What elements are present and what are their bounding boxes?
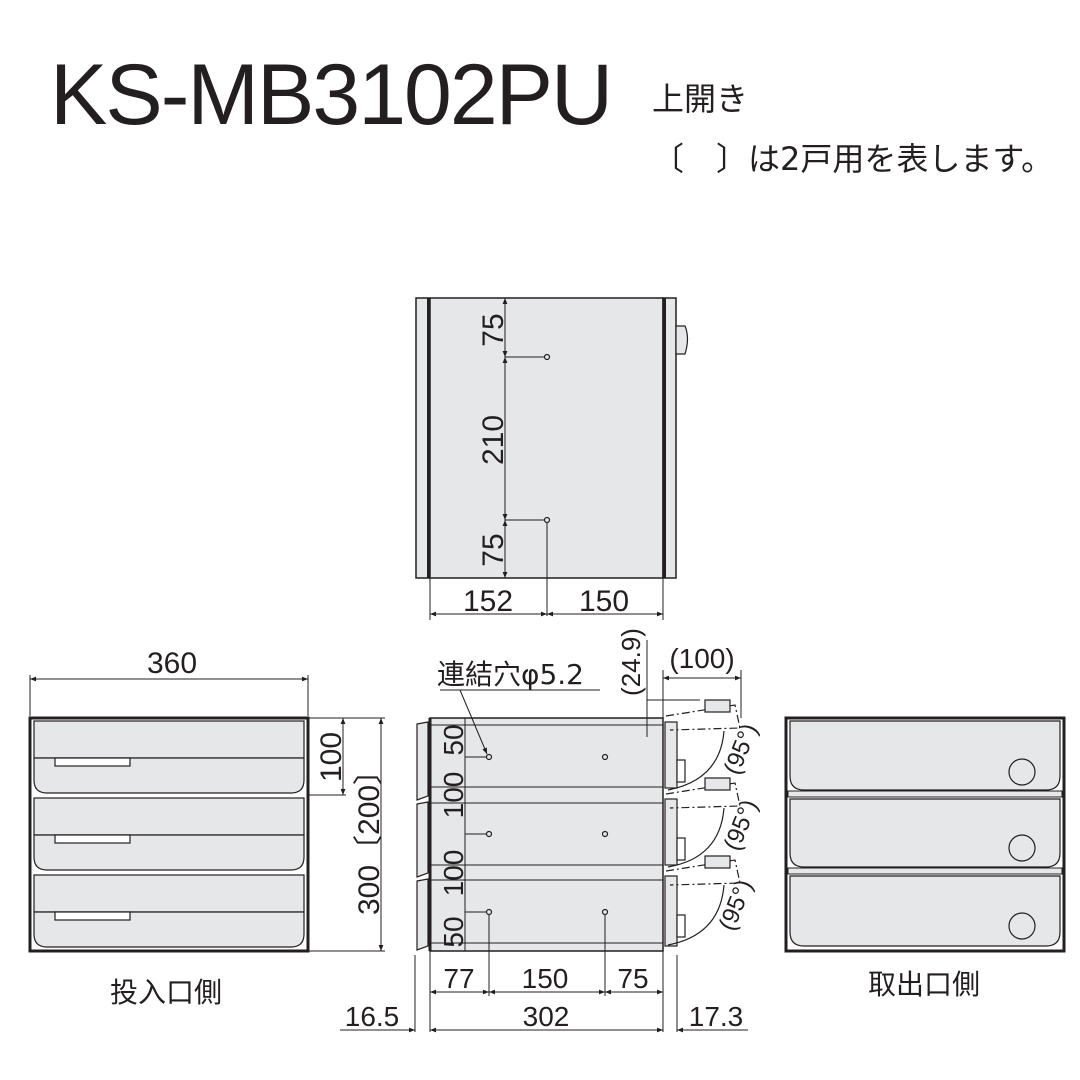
dim-depth-302: 302 — [523, 1001, 570, 1032]
dim-side-100-b: 100 — [438, 850, 469, 897]
model-title: KS-MB3102PU — [50, 47, 613, 143]
dim-side-150: 150 — [522, 963, 569, 994]
insert-unit-2 — [33, 797, 305, 871]
side-view: 連結穴φ5.2 50 100 100 50 (24.9) (100) — [340, 628, 764, 1033]
takeout-side-view: 取出口側 — [784, 716, 1066, 1001]
dim-top-75-bottom: 75 — [477, 533, 510, 566]
takeout-door-3 — [789, 875, 1061, 947]
dim-unit-100: 100 — [315, 732, 348, 782]
dim-total-300: 300〔200〕 — [353, 755, 386, 915]
dim-side-50-top: 50 — [438, 724, 469, 755]
dim-top-152: 152 — [463, 585, 513, 618]
dim-side-77: 77 — [443, 963, 474, 994]
takeout-door-1 — [789, 720, 1061, 791]
connection-hole — [601, 753, 609, 761]
mail-slot — [54, 834, 131, 844]
dim-flap-reach: (100) — [669, 643, 734, 674]
key-cylinder-icon — [1008, 834, 1036, 862]
dim-top-150: 150 — [579, 585, 629, 618]
connection-hole — [601, 908, 609, 916]
insert-side-view: 360 100 300〔200〕 投入口側 — [28, 647, 386, 1009]
takeout-side-label: 取出口側 — [868, 968, 980, 1001]
mail-slot — [54, 757, 131, 767]
takeout-door-2 — [789, 798, 1061, 868]
key-cylinder-icon — [1008, 912, 1036, 940]
dim-top-210: 210 — [477, 415, 510, 465]
key-cylinder-icon — [1008, 758, 1036, 786]
angle-label-3: (95°) — [714, 876, 759, 935]
dim-top-75: 75 — [477, 313, 510, 346]
hole-marker — [543, 353, 551, 361]
dim-side-75: 75 — [617, 963, 648, 994]
connection-hole — [485, 908, 493, 916]
dim-right-offset: 17.3 — [689, 1001, 744, 1032]
dim-side-100-a: 100 — [438, 772, 469, 819]
bracket-note: 〔 〕は2戸用を表します。 — [652, 140, 1054, 178]
connection-hole — [601, 830, 609, 838]
lock-knob — [675, 325, 689, 355]
hole-marker — [543, 516, 551, 524]
dim-left-offset: 16.5 — [345, 1001, 400, 1032]
connection-hole — [485, 753, 493, 761]
opening-type-note: 上開き — [652, 80, 749, 118]
top-view: 75 210 75 152 150 — [415, 297, 689, 620]
angle-label-2: (95°) — [719, 796, 764, 855]
dim-flap-offset: (24.9) — [616, 628, 646, 696]
mail-slot — [54, 911, 131, 921]
connection-hole — [485, 830, 493, 838]
dim-width-360: 360 — [147, 647, 197, 680]
insert-unit-1 — [33, 720, 305, 794]
insert-unit-3 — [33, 874, 305, 948]
connection-hole-callout: 連結穴φ5.2 — [437, 658, 584, 691]
dim-side-50-bottom: 50 — [438, 916, 469, 947]
insert-side-label: 投入口側 — [110, 976, 222, 1009]
